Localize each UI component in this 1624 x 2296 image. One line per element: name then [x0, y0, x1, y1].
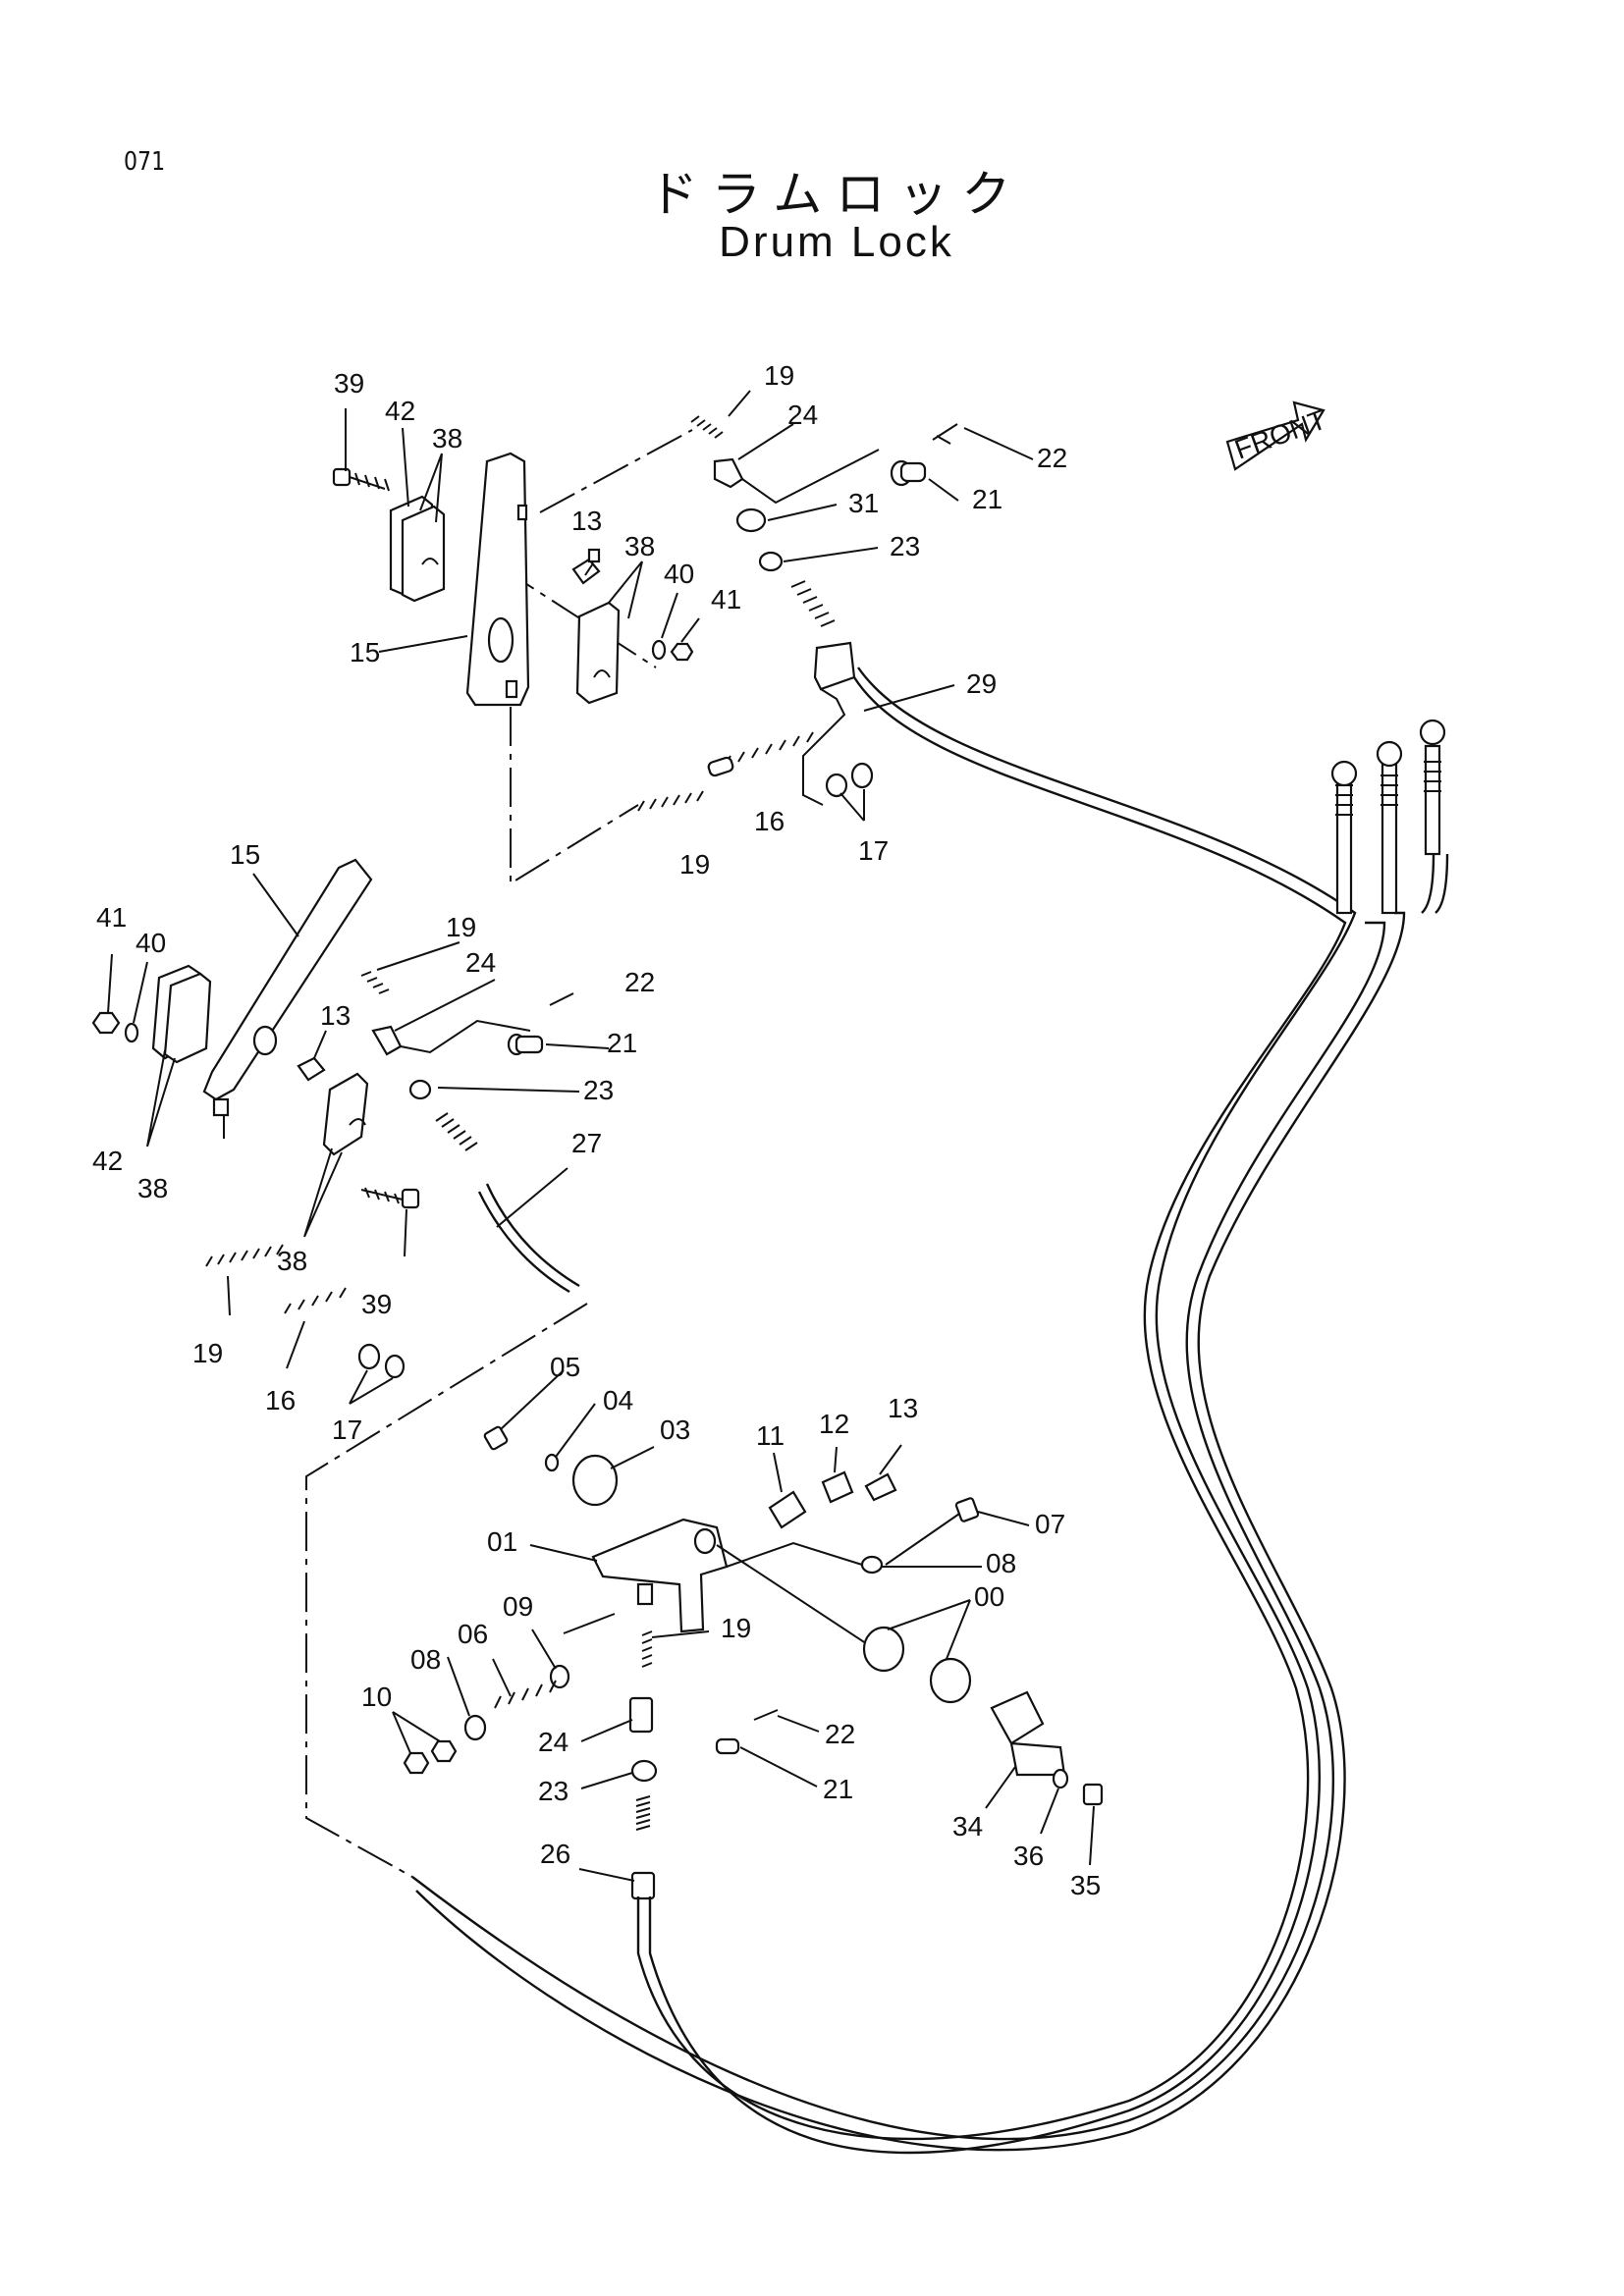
callout-23c: 23	[538, 1776, 568, 1806]
callout-13b: 13	[320, 1000, 351, 1031]
callout-00: 00	[974, 1581, 1004, 1612]
callout-29: 29	[966, 668, 997, 699]
pedal-15	[465, 452, 530, 707]
cable-bracket-29	[813, 641, 856, 691]
callout-19b: 19	[679, 849, 710, 880]
plate-38b	[575, 601, 621, 705]
callout-21b: 21	[607, 1028, 637, 1058]
callout-17b: 17	[332, 1415, 362, 1445]
callout-41: 41	[711, 584, 741, 614]
callout-06: 06	[458, 1619, 488, 1649]
callout-13c: 13	[888, 1393, 918, 1423]
callout-16: 16	[754, 806, 785, 836]
front-arrow-icon: FRONT	[1225, 400, 1330, 471]
cable-end-1	[1330, 760, 1358, 915]
callout-19: 19	[764, 360, 794, 391]
callout-24b: 24	[465, 947, 496, 978]
callout-labels: 39 42 38 15 13 38 40 41 19 24 22 21 31 2…	[92, 360, 1101, 1900]
middle-assembly	[91, 858, 588, 1878]
pedal-15b	[202, 858, 373, 1101]
callout-42b: 42	[92, 1146, 123, 1176]
callout-24: 24	[787, 400, 818, 430]
callout-39b: 39	[361, 1289, 392, 1319]
callout-41b: 41	[96, 902, 127, 933]
callout-38c: 38	[137, 1173, 168, 1203]
callout-40b: 40	[135, 928, 166, 958]
callout-42: 42	[385, 396, 415, 426]
callout-03: 03	[660, 1415, 690, 1445]
callout-21: 21	[972, 484, 1002, 514]
callout-38b: 38	[624, 531, 655, 561]
callout-34: 34	[952, 1811, 983, 1842]
rod-end-24	[713, 457, 744, 489]
callout-39: 39	[334, 368, 364, 399]
top-assembly	[332, 415, 958, 885]
callout-07: 07	[1035, 1509, 1065, 1539]
callout-01: 01	[487, 1526, 517, 1557]
main-cables	[411, 667, 1449, 2155]
callout-15: 15	[350, 637, 380, 667]
callout-13: 13	[571, 506, 602, 536]
callout-17: 17	[858, 835, 889, 866]
callout-19e: 19	[721, 1613, 751, 1643]
title-japanese: ドラムロック	[648, 166, 1025, 223]
callout-23: 23	[890, 531, 920, 561]
callout-04: 04	[603, 1385, 633, 1415]
lever-01	[591, 1518, 729, 1633]
callout-19d: 19	[192, 1338, 223, 1368]
callout-40: 40	[664, 559, 694, 589]
callout-24c: 24	[538, 1727, 568, 1757]
callout-11: 11	[756, 1420, 785, 1451]
cable-end-3	[1419, 719, 1446, 856]
callout-38d: 38	[277, 1246, 307, 1276]
callout-27: 27	[571, 1128, 602, 1158]
leader-lines	[107, 390, 1095, 1882]
callout-05: 05	[550, 1352, 580, 1382]
callout-08b: 08	[410, 1644, 441, 1675]
callout-36: 36	[1013, 1841, 1044, 1871]
callout-08: 08	[986, 1548, 1016, 1578]
front-label: FRONT	[1230, 404, 1329, 465]
callout-26: 26	[540, 1839, 570, 1869]
callout-16b: 16	[265, 1385, 296, 1415]
callout-19c: 19	[446, 912, 476, 942]
page-number: 071	[124, 147, 166, 177]
spring-13	[571, 558, 601, 585]
plate-38	[401, 505, 446, 603]
callout-21c: 21	[823, 1774, 853, 1804]
cable-end-2	[1376, 740, 1403, 915]
callout-12: 12	[819, 1409, 849, 1439]
callout-22: 22	[1037, 443, 1067, 473]
title-english: Drum Lock	[719, 218, 954, 266]
callout-31: 31	[848, 488, 879, 518]
bottom-assembly	[403, 1425, 1104, 1900]
callout-35: 35	[1070, 1870, 1101, 1900]
bolt-39	[332, 467, 390, 492]
callout-10: 10	[361, 1682, 392, 1712]
callout-22b: 22	[624, 967, 655, 997]
callout-38: 38	[432, 423, 462, 454]
callout-09: 09	[503, 1591, 533, 1622]
callout-23b: 23	[583, 1075, 614, 1105]
callout-22c: 22	[825, 1719, 855, 1749]
callout-15b: 15	[230, 839, 260, 870]
